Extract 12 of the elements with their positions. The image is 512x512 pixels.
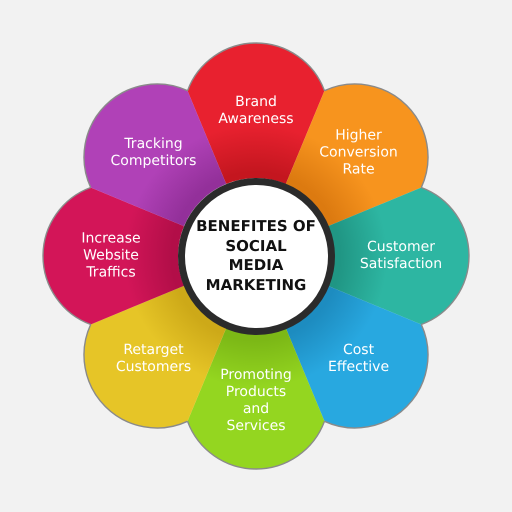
- petal-segment: [327, 186, 470, 326]
- petal-label: Higher Conversion Rate: [319, 128, 398, 179]
- petal-label: Retarget Customers: [116, 342, 192, 376]
- petal-label: Brand Awareness: [218, 94, 294, 128]
- center-circle: [178, 178, 334, 334]
- petal-label: Cost Effective: [328, 342, 390, 376]
- petal-label: Tracking Competitors: [110, 136, 196, 170]
- petal-label: Promoting Products and Services: [220, 367, 292, 435]
- petal-label: Customer Satisfaction: [360, 239, 442, 273]
- petal-segment: [42, 186, 185, 326]
- petal-label: Increase Website Traffics: [81, 230, 141, 282]
- center-title: BENEFITES OF SOCIAL MEDIA MARKETING: [196, 217, 316, 295]
